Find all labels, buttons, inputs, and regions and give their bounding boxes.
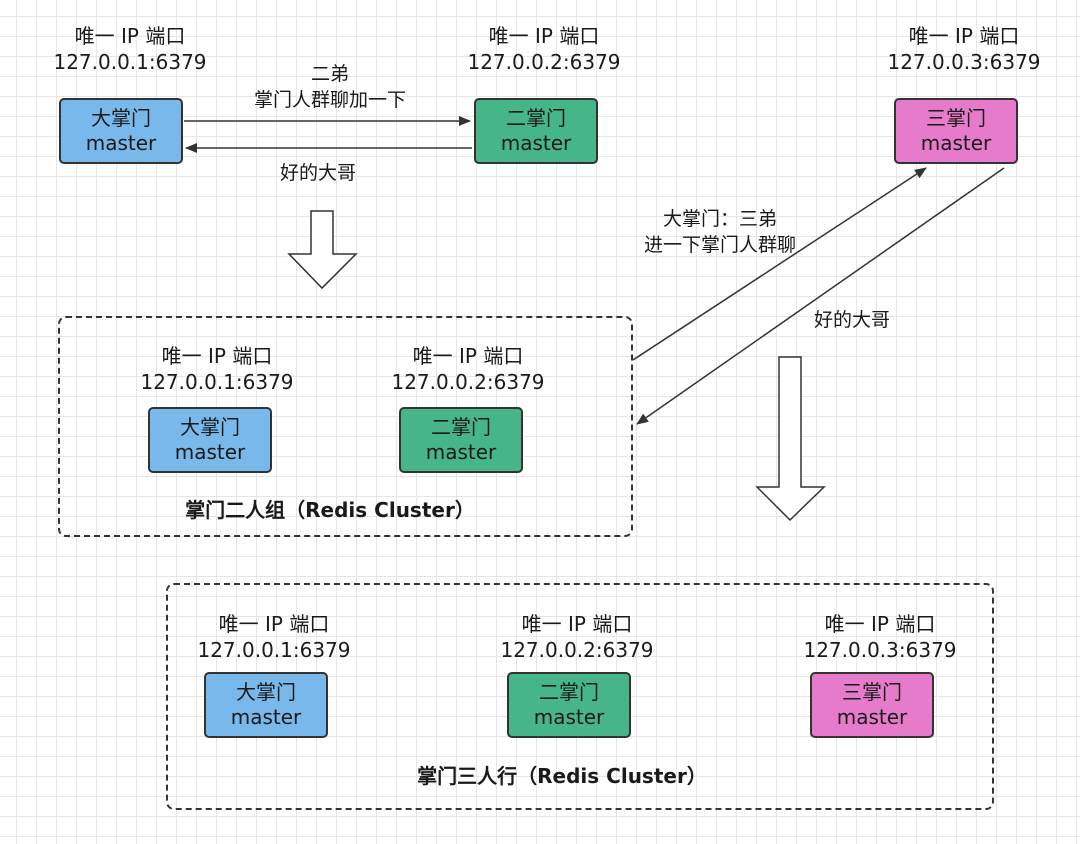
node-role: master (174, 440, 246, 464)
arrow-san-to-group (636, 167, 1005, 425)
node-er-g2[interactable]: 二掌门 master (399, 407, 523, 473)
label-da-top: 唯一 IP 端口 127.0.0.1:6379 (53, 24, 207, 74)
block-arrow-down-1 (287, 210, 358, 290)
node-title: 大掌门 (236, 680, 296, 704)
group-title-two: 掌门二人组（Redis Cluster） (185, 498, 475, 522)
node-er-top[interactable]: 二掌门 master (474, 98, 598, 164)
label-san-top: 唯一 IP 端口 127.0.0.3:6379 (887, 24, 1041, 74)
node-san-top[interactable]: 三掌门 master (894, 98, 1018, 164)
message-invite-er: 二弟 掌门人群聊加一下 (253, 63, 406, 111)
label-da-g3: 唯一 IP 端口 127.0.0.1:6379 (197, 612, 351, 662)
group-title-three: 掌门三人行（Redis Cluster） (417, 764, 707, 788)
node-da-g2[interactable]: 大掌门 master (148, 407, 272, 473)
node-title: 三掌门 (926, 106, 986, 130)
block-arrow-down-2 (755, 356, 826, 522)
node-title: 二掌门 (539, 680, 599, 704)
node-title: 三掌门 (842, 680, 902, 704)
node-role: master (920, 131, 992, 155)
message-invite-san: 大掌门：三弟 进一下掌门人群聊 (643, 208, 796, 256)
label-da-g2: 唯一 IP 端口 127.0.0.1:6379 (140, 344, 294, 394)
message-reply-1: 好的大哥 (279, 162, 356, 184)
node-title: 二掌门 (506, 106, 566, 130)
node-title: 大掌门 (91, 106, 151, 130)
node-role: master (500, 131, 572, 155)
node-role: master (533, 705, 605, 729)
label-er-g3: 唯一 IP 端口 127.0.0.2:6379 (500, 612, 654, 662)
node-san-g3[interactable]: 三掌门 master (810, 672, 934, 738)
label-san-g3: 唯一 IP 端口 127.0.0.3:6379 (803, 612, 957, 662)
label-er-g2: 唯一 IP 端口 127.0.0.2:6379 (391, 344, 545, 394)
node-role: master (836, 705, 908, 729)
arrow-group-to-san (632, 167, 927, 361)
group-cluster-three (166, 583, 994, 810)
node-role: master (85, 131, 157, 155)
node-role: master (230, 705, 302, 729)
node-da-g3[interactable]: 大掌门 master (204, 672, 328, 738)
message-reply-2: 好的大哥 (813, 309, 890, 331)
node-er-g3[interactable]: 二掌门 master (507, 672, 631, 738)
node-title: 二掌门 (431, 415, 491, 439)
node-da-top[interactable]: 大掌门 master (59, 98, 183, 164)
node-role: master (425, 440, 497, 464)
node-title: 大掌门 (180, 415, 240, 439)
group-cluster-two (58, 316, 633, 537)
label-er-top: 唯一 IP 端口 127.0.0.2:6379 (467, 24, 621, 74)
